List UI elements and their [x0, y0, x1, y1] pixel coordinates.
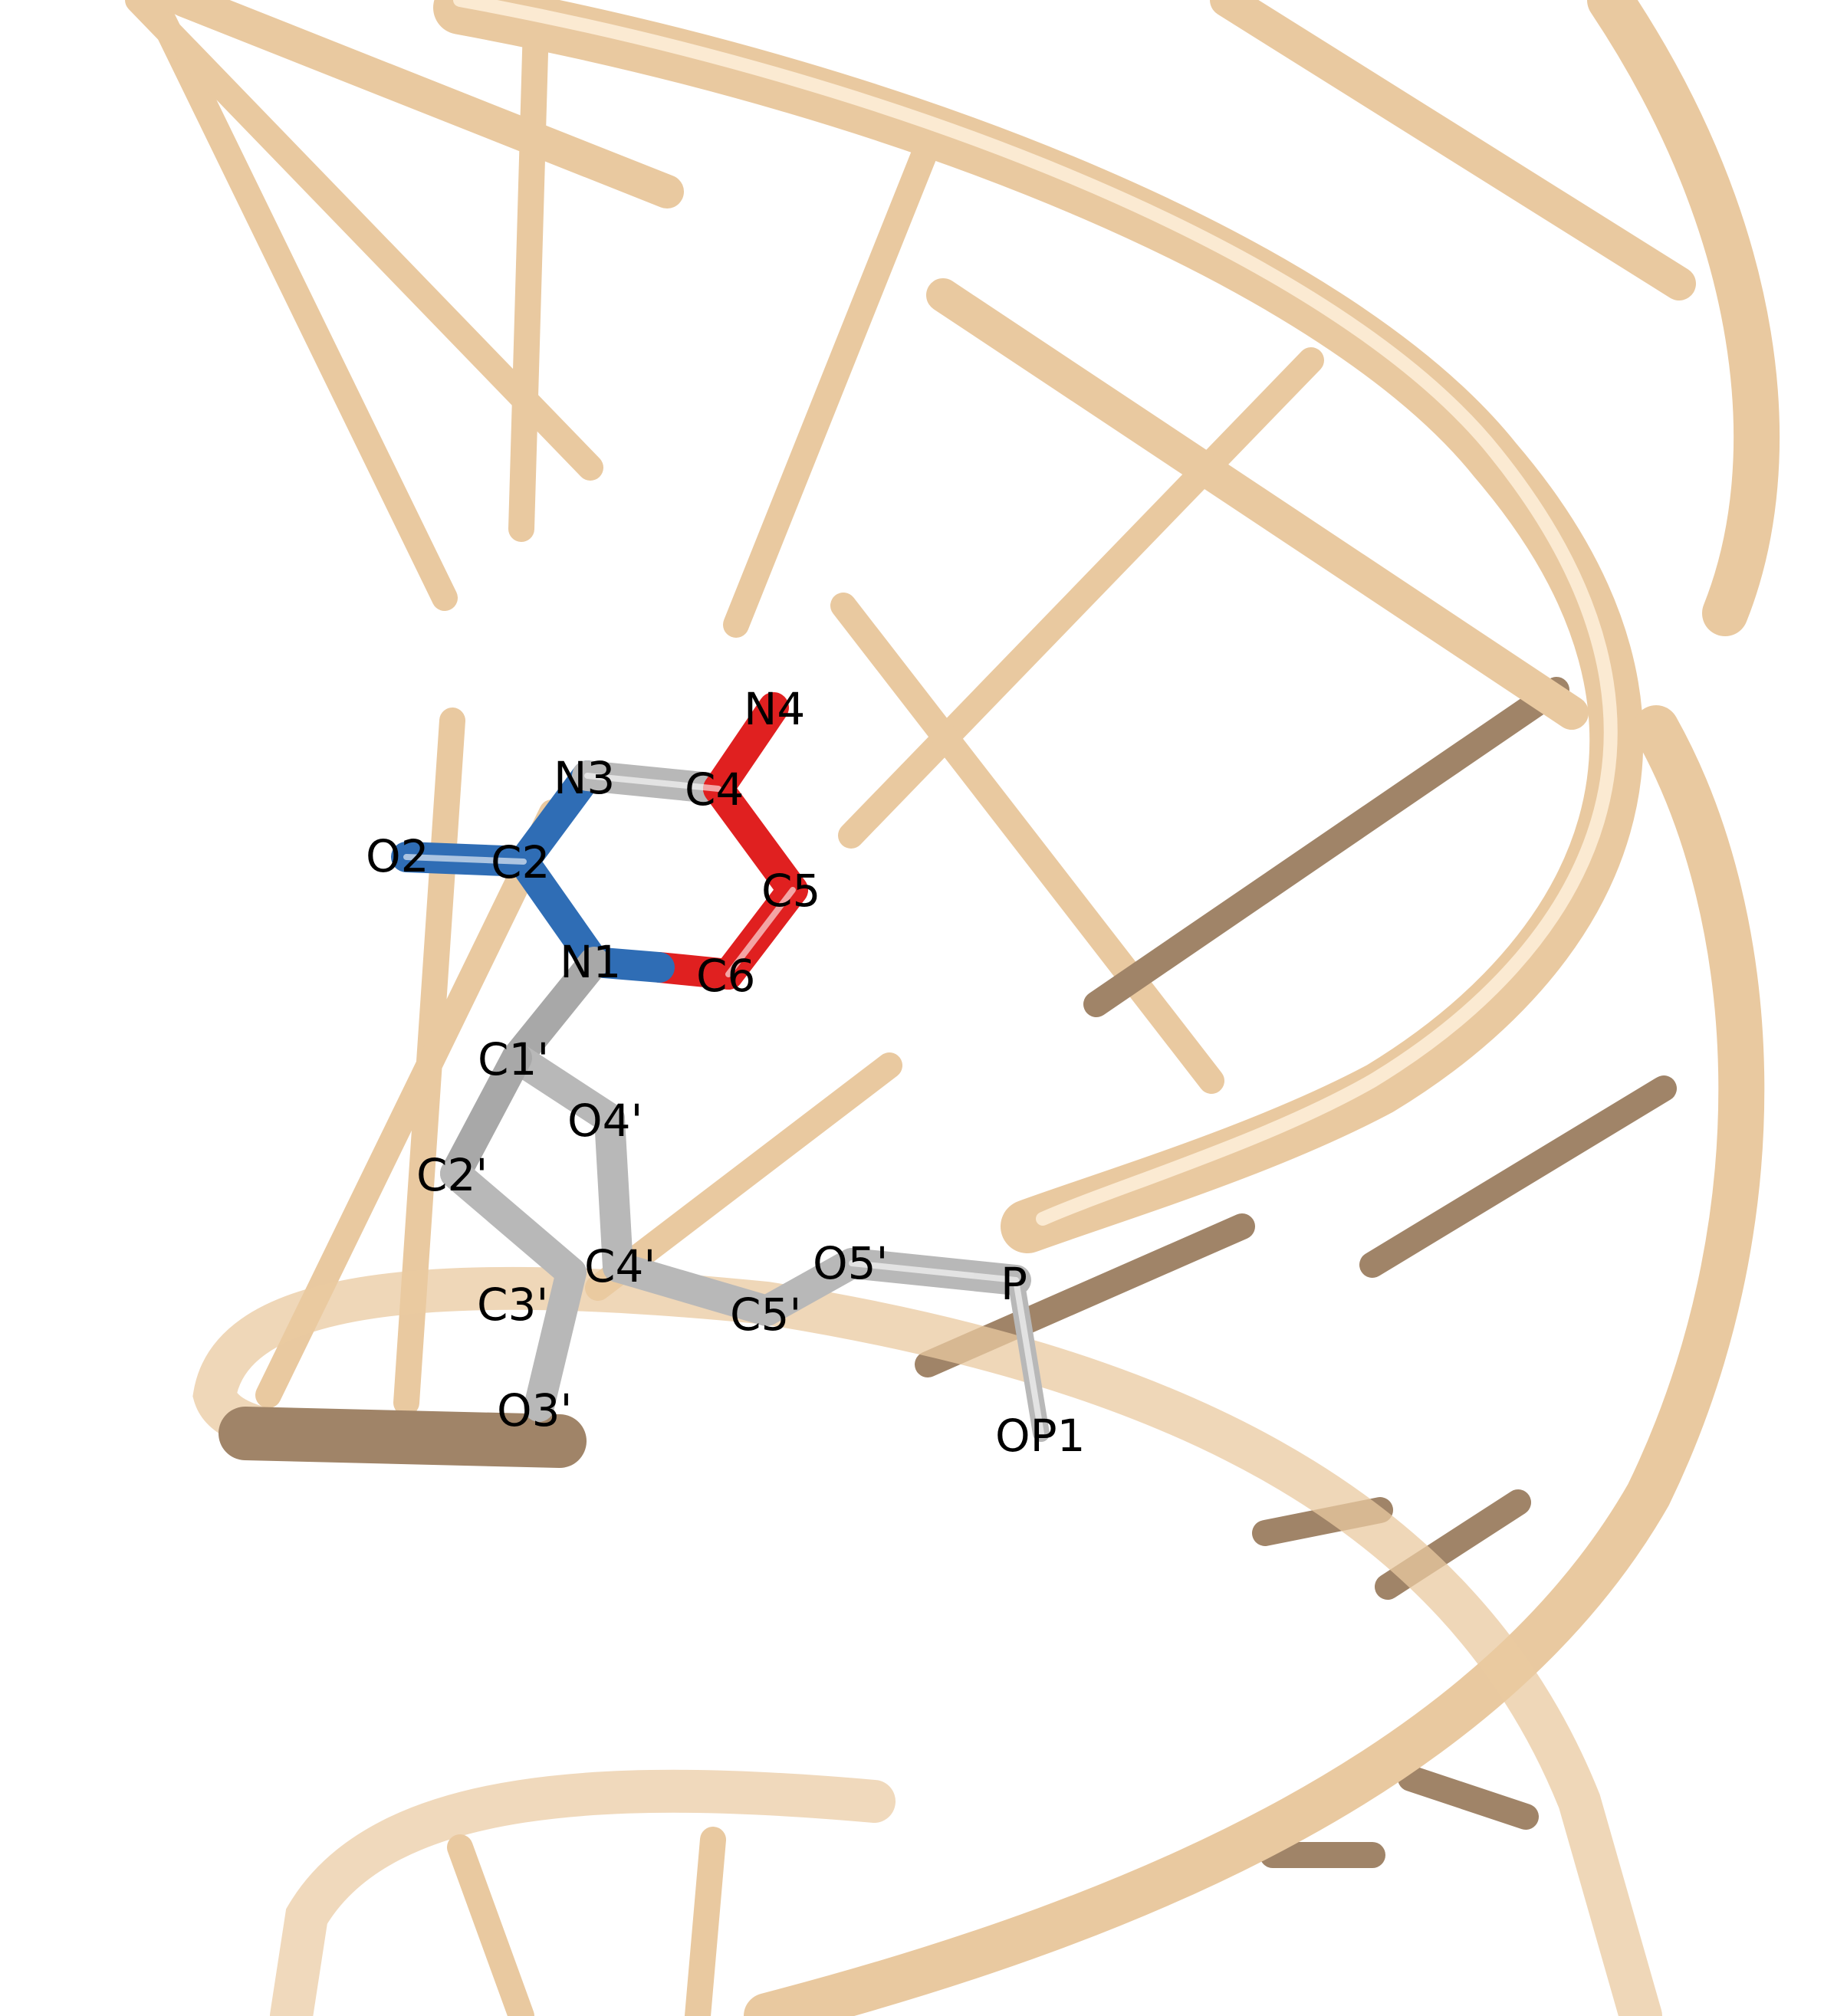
atom-label-C5: C5	[761, 865, 820, 917]
atom-labels: N4 N3 C4 O2 C2 C5 N1 C6 C1' O4' C2' C3' …	[366, 683, 1086, 1462]
nucleic-acid-cartoon	[125, 0, 1780, 2016]
atom-label-P: P	[1001, 1258, 1027, 1310]
atom-label-C2: C2	[491, 836, 550, 888]
atom-label-O5-prime: O5'	[813, 1237, 889, 1289]
atom-label-OP1: OP1	[995, 1410, 1086, 1462]
atom-label-O4-prime: O4'	[567, 1095, 643, 1147]
atom-label-N1: N1	[560, 936, 621, 988]
atom-label-N3: N3	[554, 752, 615, 804]
atom-label-O2: O2	[366, 830, 429, 882]
nucleotide-sticks	[391, 692, 1050, 1442]
atom-label-C4: C4	[685, 763, 744, 816]
atom-label-C1-prime: C1'	[478, 1033, 549, 1085]
atom-label-C4-prime: C4'	[584, 1240, 656, 1292]
atom-label-C3-prime: C3'	[477, 1279, 548, 1331]
atom-label-N4: N4	[744, 683, 805, 735]
atom-label-C5-prime: C5'	[730, 1289, 801, 1341]
atom-label-C2-prime: C2'	[416, 1149, 488, 1201]
atom-label-O3-prime: O3'	[497, 1384, 573, 1436]
atom-label-C6: C6	[696, 950, 755, 1002]
